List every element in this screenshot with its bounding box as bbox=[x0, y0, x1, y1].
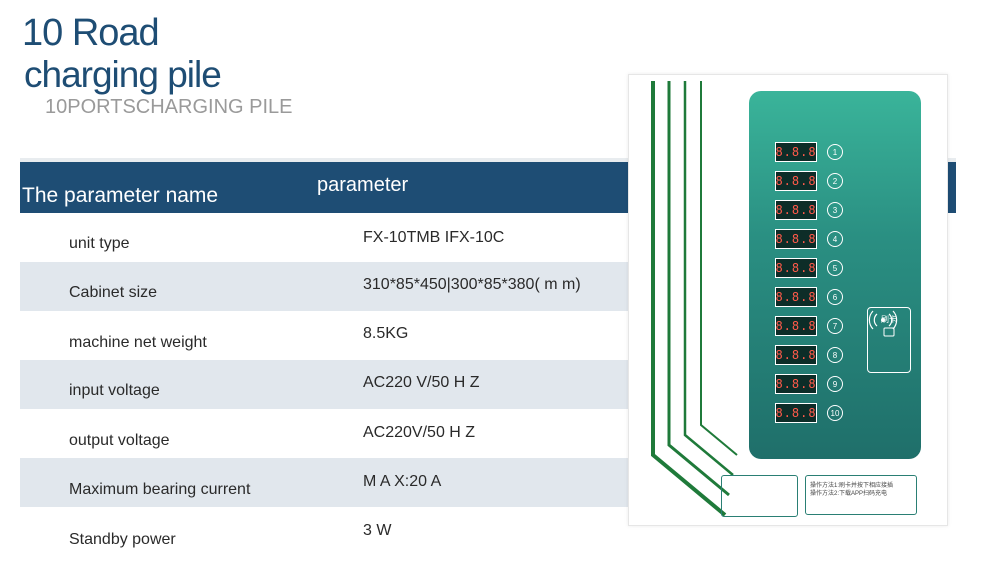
port-number: 1 bbox=[827, 144, 843, 160]
table-row: Standby power 3 W bbox=[20, 507, 628, 556]
led-display: 8.8.8 bbox=[775, 316, 817, 336]
socket-cover bbox=[721, 475, 798, 517]
table-row: Maximum bearing current M A X:20 A bbox=[20, 458, 628, 507]
row-label: unit type bbox=[69, 235, 130, 252]
header-parameter: parameter bbox=[317, 174, 409, 196]
instruction-line: 操作方法2:下载APP扫码充电 bbox=[810, 491, 888, 498]
port-display-row: 8.8.8 4 bbox=[775, 228, 843, 250]
row-value: FX-10TMB IFX-10C bbox=[363, 229, 505, 246]
port-display-row: 8.8.8 5 bbox=[775, 257, 843, 279]
led-display: 8.8.8 bbox=[775, 171, 817, 191]
row-label: output voltage bbox=[69, 432, 170, 449]
port-display-row: 8.8.8 3 bbox=[775, 199, 843, 221]
port-display-row: 8.8.8 9 bbox=[775, 373, 843, 395]
nfc-icon bbox=[868, 310, 898, 337]
header-parameter-name: The parameter name bbox=[22, 184, 219, 207]
port-display-row: 8.8.8 10 bbox=[775, 402, 843, 424]
port-number: 10 bbox=[827, 405, 843, 421]
led-display: 8.8.8 bbox=[775, 200, 817, 220]
port-number: 7 bbox=[827, 318, 843, 334]
port-number: 3 bbox=[827, 202, 843, 218]
port-number: 5 bbox=[827, 260, 843, 276]
row-value: AC220V/50 H Z bbox=[363, 424, 476, 441]
card-reader-label: 刷卡 bbox=[881, 315, 897, 324]
port-number: 9 bbox=[827, 376, 843, 392]
port-display-row: 8.8.8 1 bbox=[775, 141, 843, 163]
led-display: 8.8.8 bbox=[775, 374, 817, 394]
title-line1: 10 Road bbox=[22, 12, 160, 54]
row-value: M A X:20 A bbox=[363, 473, 442, 490]
led-display: 8.8.8 bbox=[775, 142, 817, 162]
charging-pile-illustration: 8.8.8 1 8.8.8 2 8.8.8 3 8.8.8 4 8.8.8 5 8.8.8… bbox=[628, 74, 948, 526]
port-display-row: 8.8.8 7 bbox=[775, 315, 843, 337]
row-label: Cabinet size bbox=[69, 284, 158, 301]
row-value: 3 W bbox=[363, 522, 392, 539]
instructions-box: 操作方法1:刷卡并按下相应接插 操作方法2:下载APP扫码充电 bbox=[805, 475, 917, 515]
port-number: 8 bbox=[827, 347, 843, 363]
card-reader: 刷卡 bbox=[867, 307, 911, 373]
table-row: input voltage AC220 V/50 H Z bbox=[20, 360, 628, 409]
port-number: 4 bbox=[827, 231, 843, 247]
port-display-row: 8.8.8 6 bbox=[775, 286, 843, 308]
row-value: AC220 V/50 H Z bbox=[363, 374, 480, 391]
led-display: 8.8.8 bbox=[775, 287, 817, 307]
port-number: 6 bbox=[827, 289, 843, 305]
row-value: 8.5KG bbox=[363, 325, 409, 342]
port-number: 2 bbox=[827, 173, 843, 189]
port-display-row: 8.8.8 2 bbox=[775, 170, 843, 192]
table-row: unit type FX-10TMB IFX-10C bbox=[20, 213, 628, 262]
row-value: 310*85*450|300*85*380( m m) bbox=[363, 276, 581, 293]
row-label: input voltage bbox=[69, 382, 160, 399]
table-row: output voltage AC220V/50 H Z bbox=[20, 409, 628, 458]
green-stripes bbox=[651, 81, 738, 517]
instruction-line: 操作方法1:刷卡并按下相应接插 bbox=[810, 483, 894, 489]
row-label: Maximum bearing current bbox=[69, 481, 251, 498]
led-display: 8.8.8 bbox=[775, 345, 817, 365]
title-line2: charging pile bbox=[24, 54, 222, 95]
port-display-row: 8.8.8 8 bbox=[775, 344, 843, 366]
led-display: 8.8.8 bbox=[775, 258, 817, 278]
led-display: 8.8.8 bbox=[775, 403, 817, 423]
subtitle: 10PORTSCHARGING PILE bbox=[45, 96, 293, 118]
row-label: Standby power bbox=[69, 531, 176, 548]
control-panel: 8.8.8 1 8.8.8 2 8.8.8 3 8.8.8 4 8.8.8 5 8.8.8… bbox=[749, 91, 921, 459]
table-row: Cabinet size 310*85*450|300*85*380( m m) bbox=[20, 262, 628, 311]
row-label: machine net weight bbox=[69, 334, 207, 351]
table-row: machine net weight 8.5KG bbox=[20, 311, 628, 360]
led-display: 8.8.8 bbox=[775, 229, 817, 249]
